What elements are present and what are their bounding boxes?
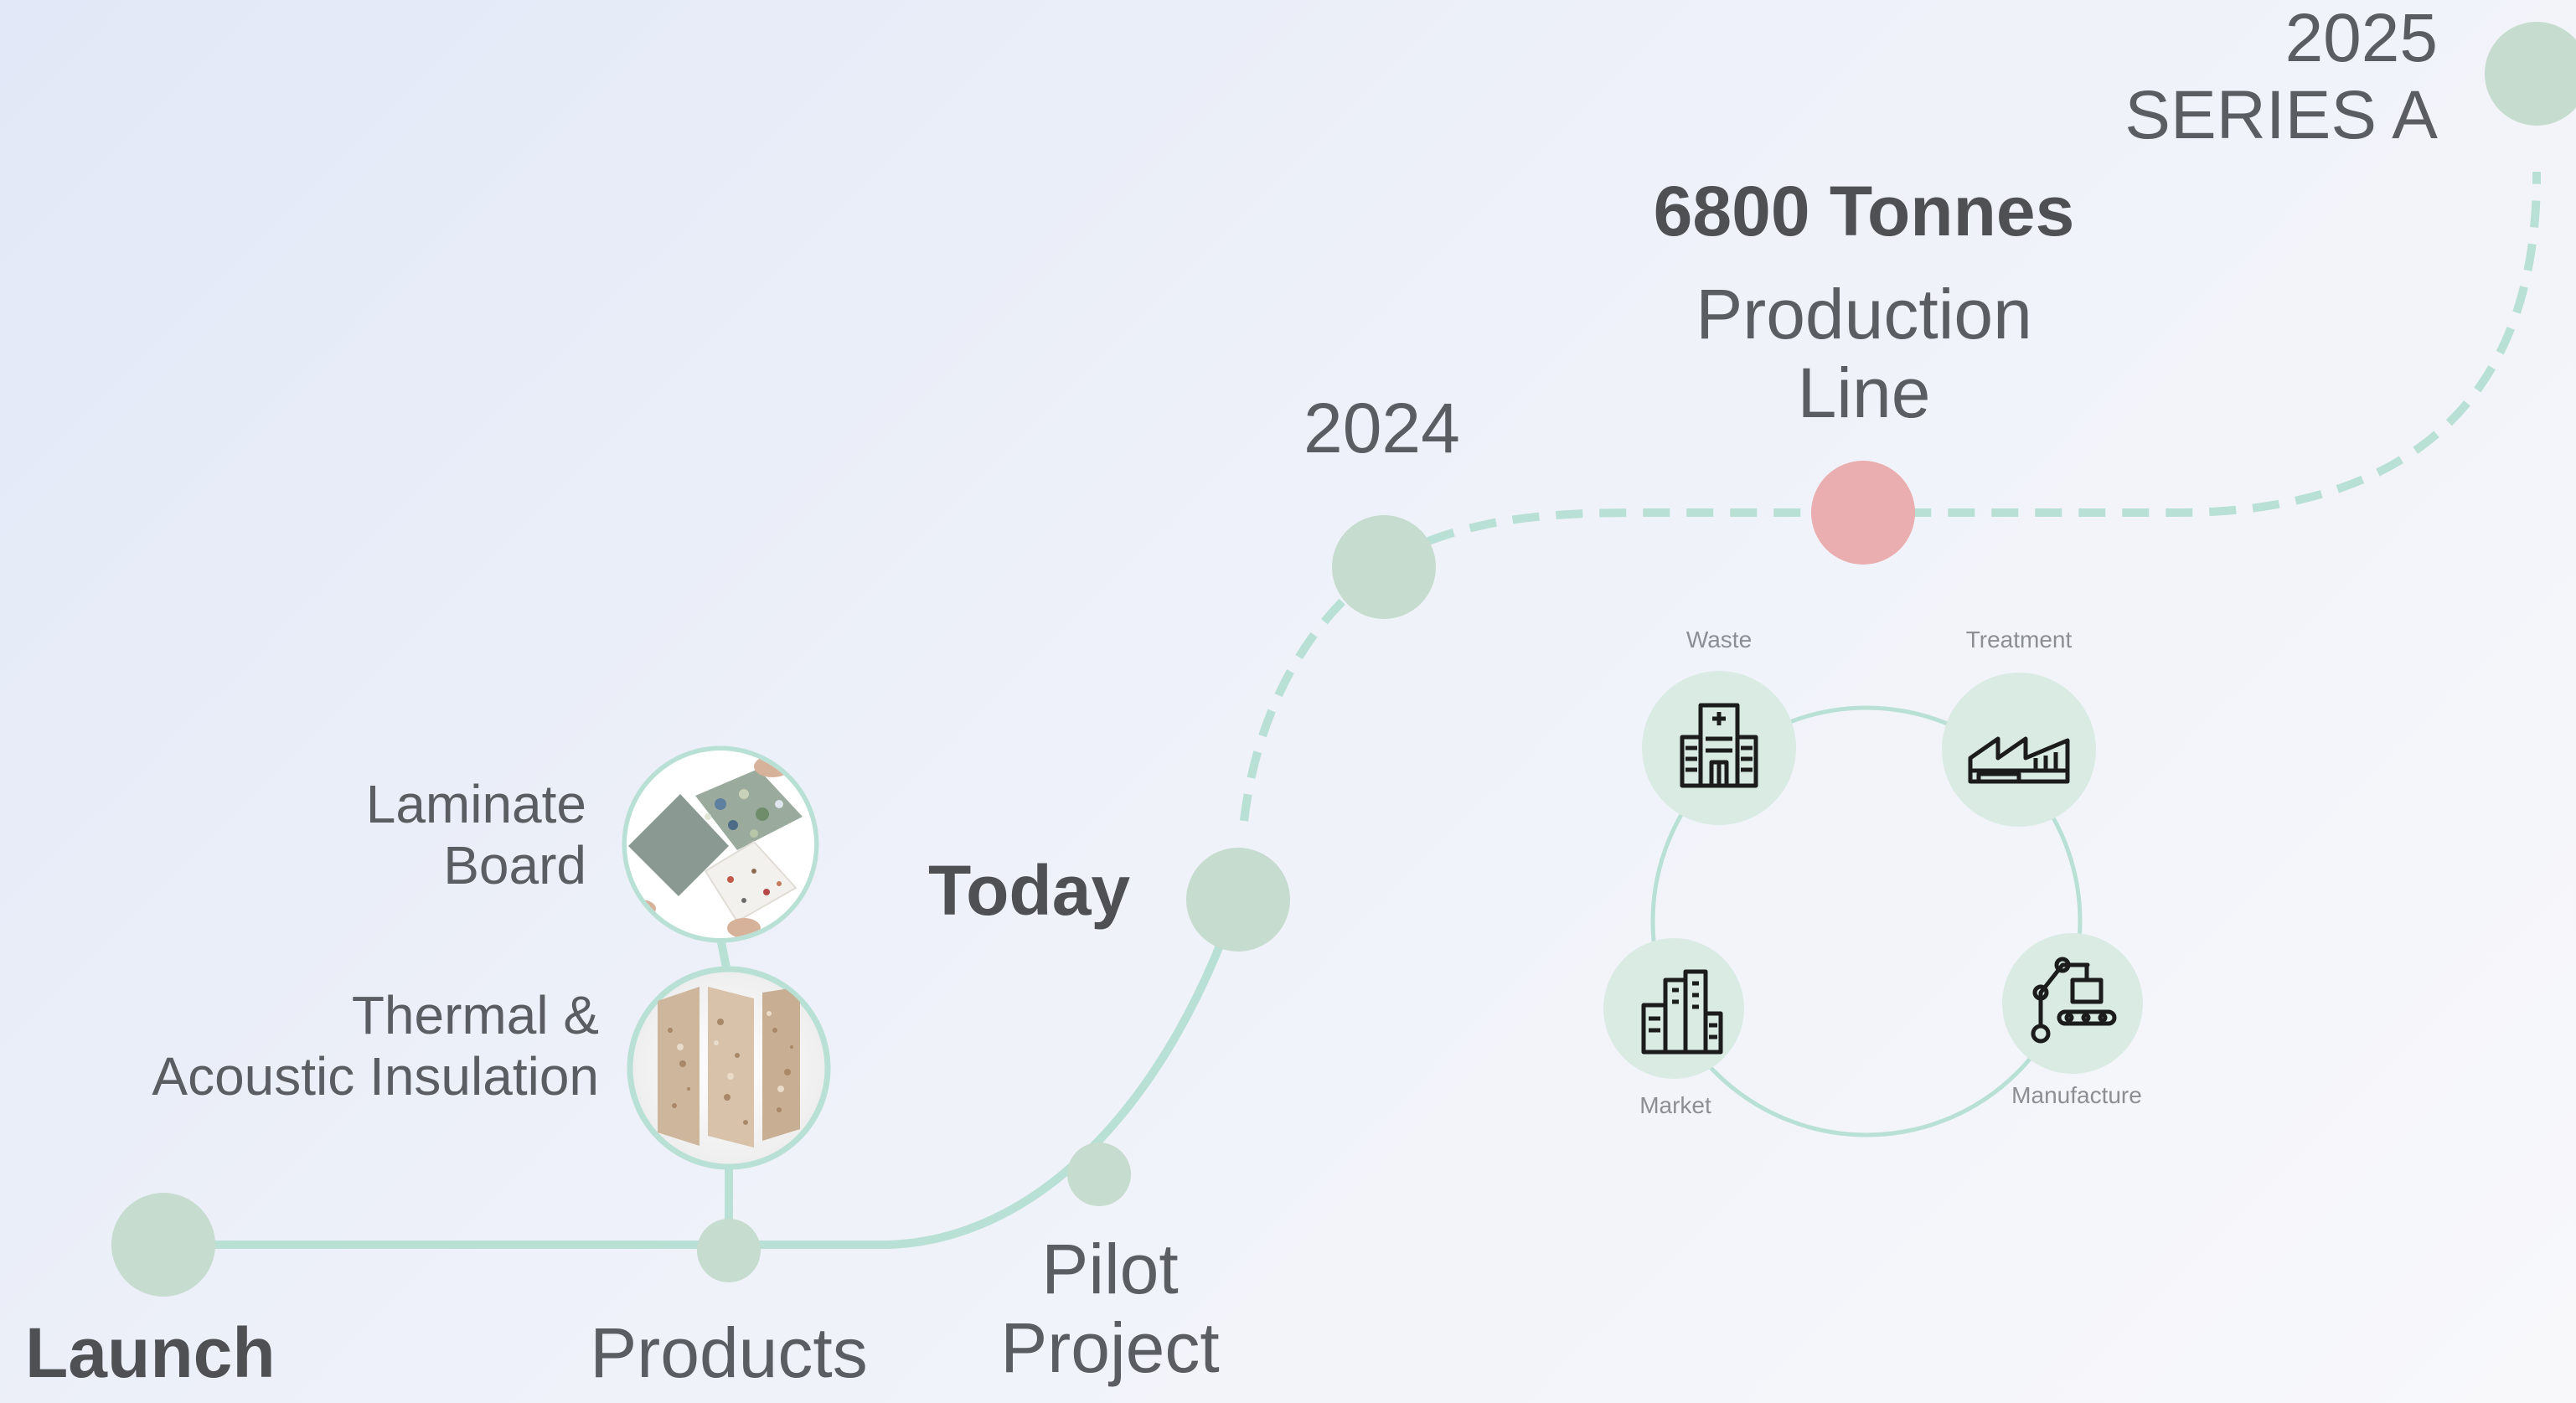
laminate-board-image xyxy=(622,745,819,943)
production-line-label-line-1: Production xyxy=(1696,275,2032,353)
series-a-label: 2025 SERIES A xyxy=(2078,0,2438,154)
hospital-icon xyxy=(1680,703,1758,788)
city-buildings-icon xyxy=(1641,969,1723,1055)
production-line-label: Production Line xyxy=(1592,275,2136,432)
manufacture-node xyxy=(2002,933,2143,1074)
series-a-label-round: SERIES A xyxy=(2124,76,2438,153)
series-a-node xyxy=(2485,22,2576,126)
factory-icon xyxy=(1968,736,2070,784)
solid-path xyxy=(159,896,1241,1249)
products-node xyxy=(697,1219,761,1282)
production-line-node xyxy=(1811,461,1915,565)
year-2024-label: 2024 xyxy=(1303,389,1460,467)
launch-node xyxy=(111,1193,215,1297)
pilot-project-label: Pilot Project xyxy=(938,1230,1282,1387)
insulation-label: Thermal & Acoustic Insulation xyxy=(67,985,599,1107)
robot-arm-icon xyxy=(2031,957,2117,1044)
today-label: Today xyxy=(928,851,1131,930)
treatment-node xyxy=(1942,673,2096,827)
pilot-project-label-line-1: Pilot xyxy=(1041,1230,1179,1308)
insulation-label-line-1: Thermal & xyxy=(351,985,599,1045)
laminate-board-label-line-2: Board xyxy=(443,834,586,895)
insulation-image xyxy=(627,966,831,1170)
waste-label: Waste xyxy=(1685,627,1753,652)
cycle-ring xyxy=(1650,705,2083,1137)
production-line-label-line-2: Line xyxy=(1797,353,1931,433)
market-node xyxy=(1603,938,1744,1079)
launch-label: Launch xyxy=(25,1313,276,1392)
node-2024 xyxy=(1332,515,1436,619)
products-label: Products xyxy=(590,1313,868,1392)
waste-node xyxy=(1642,671,1796,825)
pilot-project-label-line-2: Project xyxy=(1000,1308,1220,1388)
insulation-label-line-2: Acoustic Insulation xyxy=(152,1045,599,1106)
laminate-board-label-line-1: Laminate xyxy=(365,774,586,834)
treatment-label: Treatment xyxy=(1965,627,2073,652)
series-a-label-year: 2025 xyxy=(2284,0,2438,76)
laminate-board-label: Laminate Board xyxy=(251,774,586,896)
pilot-node xyxy=(1067,1143,1131,1206)
manufacture-label: Manufacture xyxy=(2011,1082,2142,1108)
capacity-label: 6800 Tonnes xyxy=(1653,172,2075,250)
market-label: Market xyxy=(1639,1092,1711,1118)
today-node xyxy=(1186,848,1290,952)
